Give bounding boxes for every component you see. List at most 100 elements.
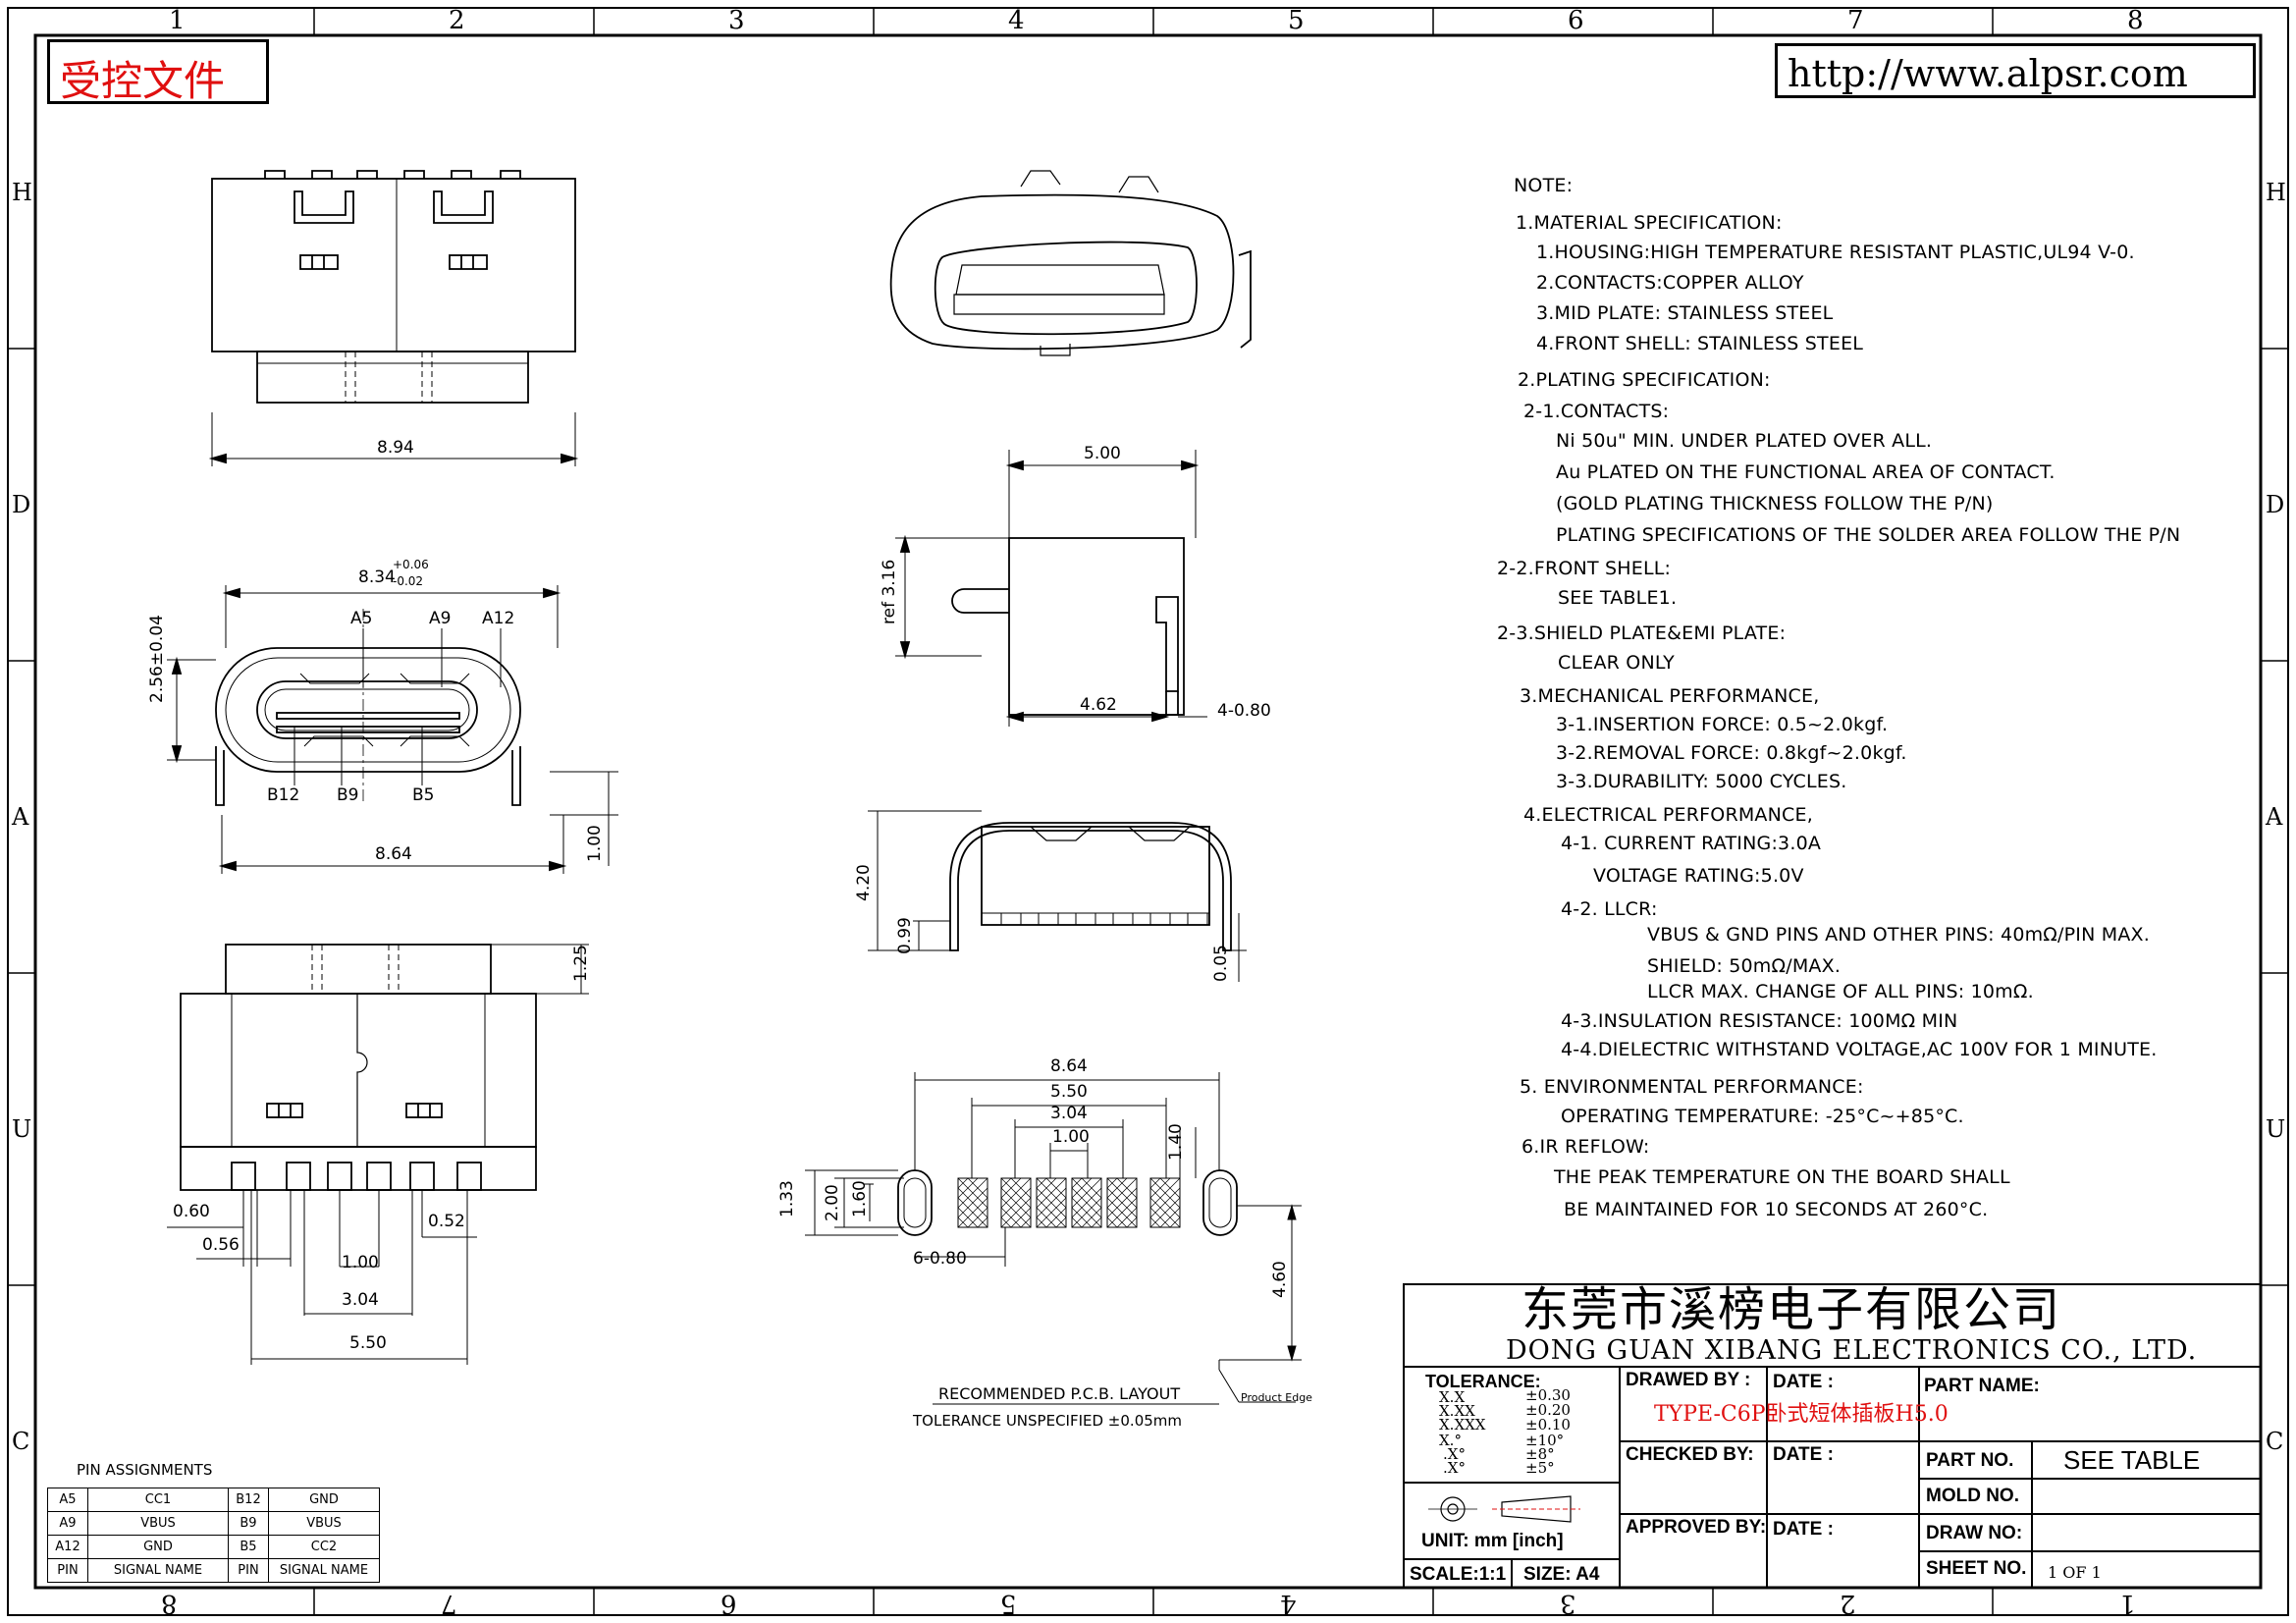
dim-front-tol-minus: -0.02 (393, 574, 424, 588)
tol-key: X.XX (1439, 1402, 1475, 1420)
grid-col-bottom-8: 8 (161, 1589, 178, 1618)
dim-front-width: 8.34 (358, 568, 396, 587)
pin-assignments-title: PIN ASSIGNMENTS (77, 1461, 213, 1479)
pin-label-b5: B5 (412, 785, 435, 805)
dim-pcb-140: 1.40 (1166, 1123, 1186, 1161)
grid-col-bottom-5: 5 (1000, 1589, 1017, 1618)
note-line: LLCR MAX. CHANGE OF ALL PINS: 10mΩ. (1647, 981, 2034, 1002)
grid-col-bottom-7: 7 (441, 1589, 457, 1618)
note-line: 4-4.DIELECTRIC WITHSTAND VOLTAGE,AC 100V… (1561, 1039, 2158, 1060)
product-edge-label: Product Edge (1241, 1391, 1312, 1404)
note-line: 2.PLATING SPECIFICATION: (1518, 369, 1771, 391)
table-cell: A12 (47, 1535, 88, 1559)
part-name-value: TYPE-C6P卧式短体插板H5.0 (1654, 1402, 1949, 1427)
draw-no-label: DRAW NO: (1926, 1523, 2023, 1543)
table-cell: CC1 (87, 1488, 229, 1512)
table-cell: PIN (47, 1558, 88, 1583)
pin-label-a12: A12 (482, 609, 515, 628)
tol-key: X.X (1439, 1388, 1466, 1406)
grid-ticks (8, 8, 2288, 1615)
dim-top-width: 8.94 (377, 438, 414, 458)
table-cell: GND (268, 1488, 380, 1512)
tol-value: ±5° (1525, 1459, 1555, 1477)
dim-pcb-864: 8.64 (1050, 1056, 1088, 1076)
drawn-by-label: DRAWED BY : (1626, 1370, 1751, 1390)
grid-row-d-left: D (12, 491, 31, 518)
dim-bottom-100: 1.00 (342, 1253, 379, 1272)
dim-front-height: 2.56±0.04 (147, 615, 167, 703)
website-url[interactable]: http://www.alpsr.com (1788, 52, 2188, 95)
grid-col-bottom-6: 6 (721, 1589, 737, 1618)
note-line: OPERATING TEMPERATURE: -25°C~+85°C. (1561, 1106, 1964, 1127)
grid-col-1: 1 (169, 6, 186, 35)
grid-col-8: 8 (2127, 6, 2144, 35)
grid-col-2: 2 (449, 6, 465, 35)
grid-row-a-right: A (2266, 803, 2283, 831)
table-cell: A5 (47, 1488, 88, 1512)
grid-row-c-left: C (12, 1428, 30, 1455)
dim-bottom-304: 3.04 (342, 1290, 379, 1310)
rear-view (868, 810, 1247, 982)
table-cell: PIN (228, 1558, 269, 1583)
note-line: Au PLATED ON THE FUNCTIONAL AREA OF CONT… (1556, 461, 2056, 483)
part-name-label: PART NAME: (1924, 1376, 2040, 1396)
note-line: PLATING SPECIFICATIONS OF THE SOLDER ARE… (1556, 524, 2181, 546)
pin-label-b9: B9 (337, 785, 359, 805)
pcb-tolerance-note: TOLERANCE UNSPECIFIED ±0.05mm (913, 1412, 1182, 1430)
tolerance-label: TOLERANCE: (1425, 1372, 1541, 1391)
note-line: 4-1. CURRENT RATING:3.0A (1561, 833, 1822, 854)
website-url-box[interactable]: http://www.alpsr.com (1775, 43, 2256, 98)
note-heading: NOTE: (1514, 175, 1574, 196)
isometric-view (889, 170, 1252, 356)
table-cell: B12 (228, 1488, 269, 1512)
approved-by-label: APPROVED BY: (1626, 1517, 1767, 1538)
grid-col-bottom-1: 1 (2119, 1589, 2136, 1618)
dim-side-depth: 4.62 (1080, 695, 1117, 715)
company-name-cn: 东莞市溪榜电子有限公司 (1522, 1282, 2062, 1337)
table-cell: SIGNAL NAME (87, 1558, 229, 1583)
pin-assignments-table: A5 CC1 B12 GND A9 VBUS B9 VBUS A12 GND B… (47, 1488, 380, 1583)
grid-col-bottom-4: 4 (1280, 1589, 1297, 1618)
note-line: 3-3.DURABILITY: 5000 CYCLES. (1556, 771, 1847, 792)
top-view (208, 170, 579, 466)
dim-leg-height: 1.00 (585, 825, 605, 862)
dim-rear-height: 4.20 (854, 864, 874, 901)
controlled-document-stamp: 受控文件 (47, 39, 269, 105)
tol-value: ±0.20 (1525, 1401, 1571, 1419)
pcb-layout-title: RECOMMENDED P.C.B. LAYOUT (938, 1384, 1181, 1403)
dim-pcb-200: 2.00 (823, 1184, 842, 1221)
dim-bottom-125: 1.25 (571, 945, 591, 982)
pin-label-b12: B12 (267, 785, 300, 805)
date-label-checked: DATE : (1773, 1444, 1834, 1465)
note-line: 6.IR REFLOW: (1522, 1136, 1650, 1158)
note-line: 1.HOUSING:HIGH TEMPERATURE RESISTANT PLA… (1536, 242, 2135, 263)
note-line: 3-1.INSERTION FORCE: 0.5~2.0kgf. (1556, 714, 1889, 735)
table-cell: SIGNAL NAME (268, 1558, 380, 1583)
dim-side-ref: ref 3.16 (880, 559, 899, 624)
note-line: 1.MATERIAL SPECIFICATION: (1516, 212, 1783, 234)
dim-bottom-052: 0.52 (428, 1212, 465, 1231)
grid-col-6: 6 (1568, 6, 1584, 35)
note-line: 3.MID PLATE: STAINLESS STEEL (1536, 302, 1834, 324)
dim-pcb-133: 1.33 (777, 1180, 797, 1217)
note-line: 2-2.FRONT SHELL: (1497, 558, 1672, 579)
grid-col-7: 7 (1847, 6, 1864, 35)
company-name-en: DONG GUAN XIBANG ELECTRONICS CO., LTD. (1506, 1335, 2198, 1366)
tol-value: ±8° (1525, 1445, 1555, 1463)
grid-row-h-left: H (12, 179, 32, 206)
dim-pcb-550: 5.50 (1050, 1082, 1088, 1102)
tol-key: .X° (1443, 1459, 1466, 1477)
note-line: CLEAR ONLY (1558, 652, 1675, 674)
note-line: 3-2.REMOVAL FORCE: 0.8kgf~2.0kgf. (1556, 742, 1907, 764)
note-line: 5. ENVIRONMENTAL PERFORMANCE: (1520, 1076, 1864, 1098)
note-line: 2-3.SHIELD PLATE&EMI PLATE: (1497, 622, 1787, 644)
note-line: VOLTAGE RATING:5.0V (1593, 865, 1804, 887)
dim-rear-099: 0.99 (895, 917, 915, 954)
pin-label-a5: A5 (350, 609, 373, 628)
table-cell: VBUS (87, 1511, 229, 1536)
grid-row-h-right: H (2266, 179, 2286, 206)
table-cell: A9 (47, 1511, 88, 1536)
note-line: 4.FRONT SHELL: STAINLESS STEEL (1536, 333, 1864, 354)
note-line: (GOLD PLATING THICKNESS FOLLOW THE P/N) (1556, 493, 1994, 514)
dim-side-leg: 4-0.80 (1217, 701, 1271, 721)
